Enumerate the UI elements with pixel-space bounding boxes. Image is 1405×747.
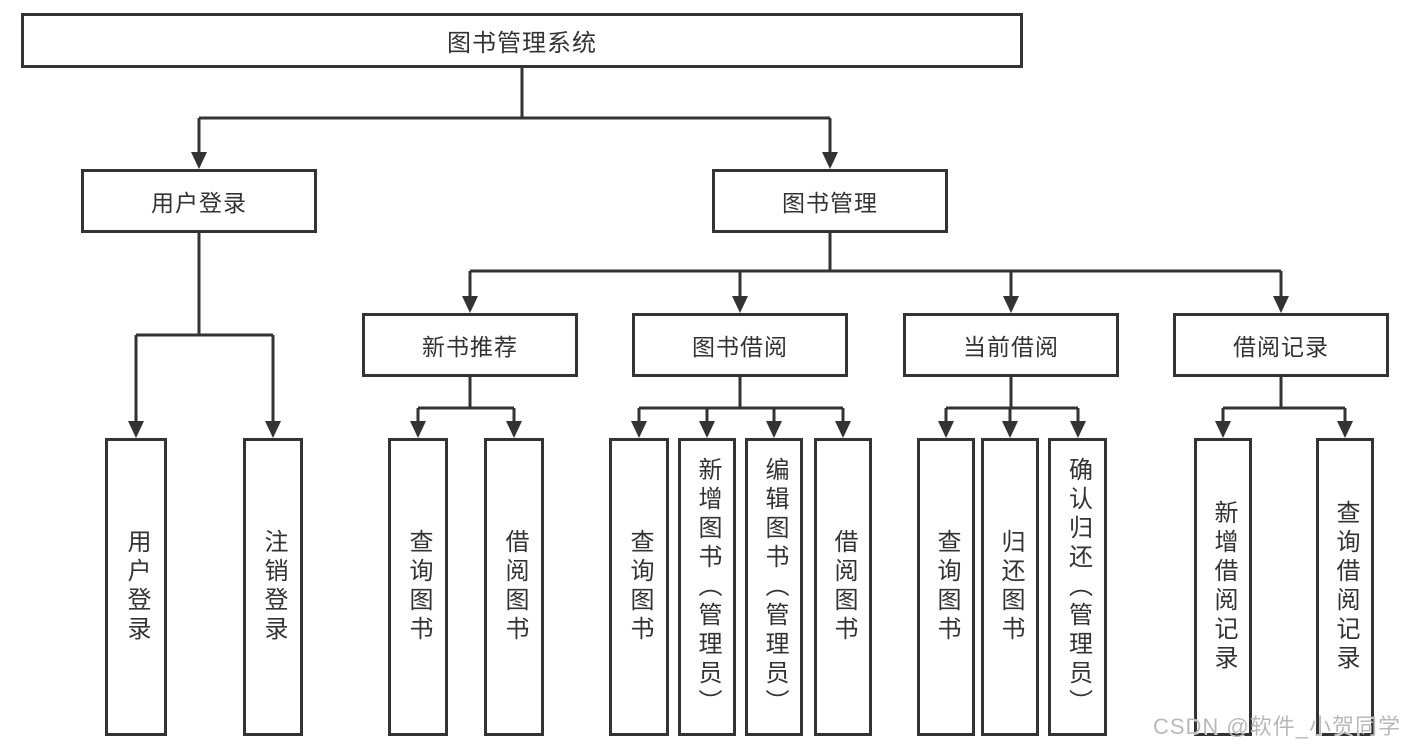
node-book-borrowing: 图书借阅 xyxy=(632,313,848,377)
leaf-add-borrow-record: 新增借阅记录 xyxy=(1194,438,1252,736)
node-label: 新增图书（管理员） xyxy=(694,456,721,718)
leaf-query-books-current: 查询图书 xyxy=(917,438,975,736)
node-label: 查询借阅记录 xyxy=(1332,500,1359,674)
leaf-logout: 注销登录 xyxy=(243,438,303,736)
node-label: 借阅记录 xyxy=(1233,334,1329,360)
node-user-login: 用户登录 xyxy=(81,169,317,233)
leaf-query-books-recommend: 查询图书 xyxy=(388,438,448,736)
node-label: 借阅图书 xyxy=(501,529,528,645)
leaf-return-book: 归还图书 xyxy=(981,438,1039,736)
node-library-management-system: 图书管理系统 xyxy=(21,13,1023,68)
node-borrowing-records: 借阅记录 xyxy=(1173,313,1389,377)
node-label: 新书推荐 xyxy=(422,334,518,360)
node-book-management: 图书管理 xyxy=(712,169,948,233)
node-label: 图书管理 xyxy=(782,190,878,216)
node-label: 确认归还（管理员） xyxy=(1064,456,1092,718)
leaf-edit-book-admin: 编辑图书（管理员） xyxy=(745,438,803,736)
node-label: 查询图书 xyxy=(626,529,653,645)
node-label: 编辑图书（管理员） xyxy=(761,456,788,718)
leaf-user-login: 用户登录 xyxy=(105,438,167,736)
node-label: 归还图书 xyxy=(997,529,1024,645)
node-current-borrowing: 当前借阅 xyxy=(903,313,1119,377)
node-label: 注销登录 xyxy=(260,529,287,645)
leaf-borrow-books-recommend: 借阅图书 xyxy=(484,438,544,736)
node-label: 查询图书 xyxy=(405,529,432,645)
node-label: 当前借阅 xyxy=(963,334,1059,360)
node-label: 用户登录 xyxy=(151,190,247,216)
leaf-add-book-admin: 新增图书（管理员） xyxy=(678,438,736,736)
node-label: 新增借阅记录 xyxy=(1210,500,1237,674)
leaf-confirm-return-admin: 确认归还（管理员） xyxy=(1048,438,1107,736)
leaf-borrow-books: 借阅图书 xyxy=(814,438,872,736)
node-label: 借阅图书 xyxy=(830,529,857,645)
node-label: 查询图书 xyxy=(933,529,960,645)
node-label: 图书借阅 xyxy=(692,334,788,360)
node-label: 图书管理系统 xyxy=(447,30,597,57)
leaf-query-borrow-record: 查询借阅记录 xyxy=(1316,438,1374,736)
node-label: 用户登录 xyxy=(123,529,150,645)
leaf-query-books-borrow: 查询图书 xyxy=(609,438,669,736)
node-new-book-recommendation: 新书推荐 xyxy=(362,313,578,377)
